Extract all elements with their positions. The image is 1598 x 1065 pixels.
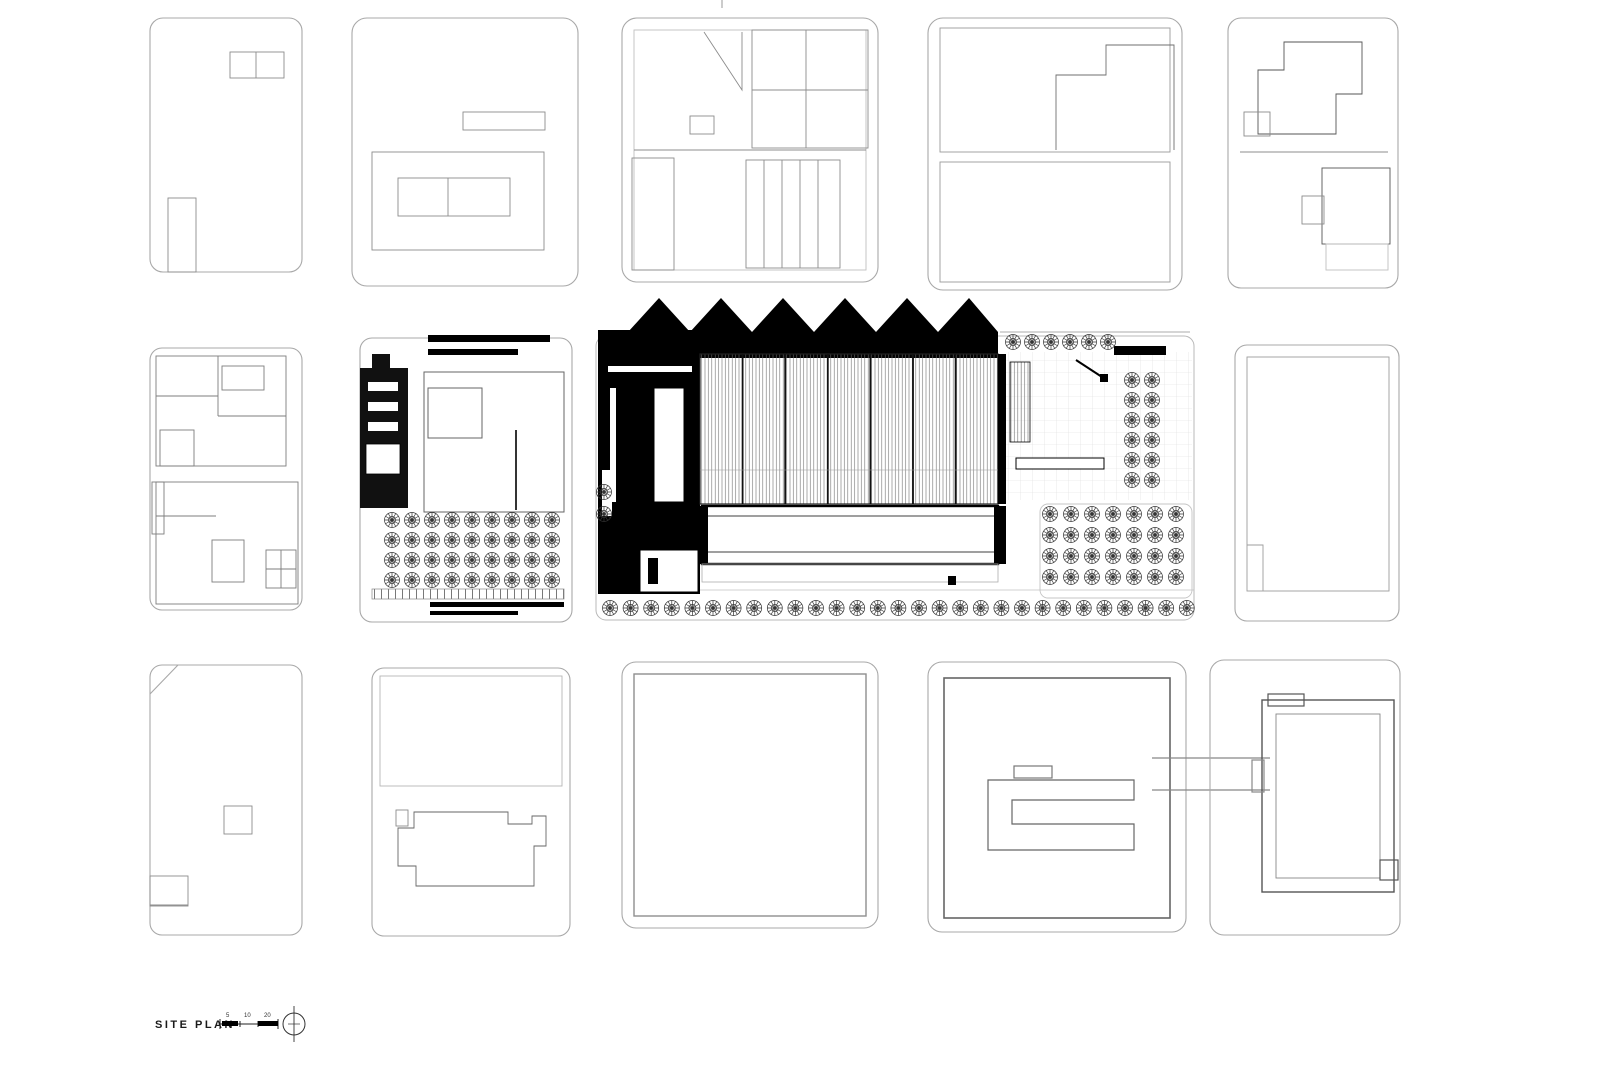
main-site xyxy=(595,298,1195,621)
plaza-paving-grid xyxy=(1002,352,1192,500)
scale-bar: 5 10 20 xyxy=(219,1013,279,1029)
legend: SITE PLAN 5 10 20 xyxy=(155,1006,306,1042)
city-block-mid-2 xyxy=(359,335,573,623)
city-block-bottom-1 xyxy=(149,664,303,936)
scale-label-2: 10 xyxy=(244,1013,251,1019)
city-block-top-4 xyxy=(927,17,1183,291)
main-hall-roof xyxy=(699,353,1031,505)
plaza-elements xyxy=(1015,346,1166,470)
scale-label-3: 20 xyxy=(264,1013,271,1019)
city-block-bottom-4 xyxy=(927,661,1270,933)
tree-row-north xyxy=(1005,334,1116,350)
city-block-bottom-2 xyxy=(371,667,571,937)
west-wing xyxy=(598,330,700,594)
city-block-top-2 xyxy=(351,17,579,287)
city-block-top-1 xyxy=(149,17,303,273)
city-block-bottom-3 xyxy=(621,661,879,929)
tree-grid-annex xyxy=(383,511,561,589)
tree-row-south xyxy=(602,600,1195,616)
city-block-mid-right xyxy=(1234,344,1400,622)
sawtooth-roof xyxy=(628,298,998,358)
city-block-top-5 xyxy=(1227,17,1399,289)
drawing-title: SITE PLAN xyxy=(155,1019,235,1031)
reflecting-pool xyxy=(700,504,1006,585)
north-arrow-icon xyxy=(282,1006,306,1042)
tree-grid-southeast xyxy=(1042,506,1184,585)
city-block-mid-left xyxy=(149,347,303,611)
city-block-top-3 xyxy=(621,17,879,283)
scale-label-1: 5 xyxy=(226,1013,230,1019)
city-block-bottom-5 xyxy=(1209,659,1401,936)
annex-building xyxy=(360,335,565,615)
